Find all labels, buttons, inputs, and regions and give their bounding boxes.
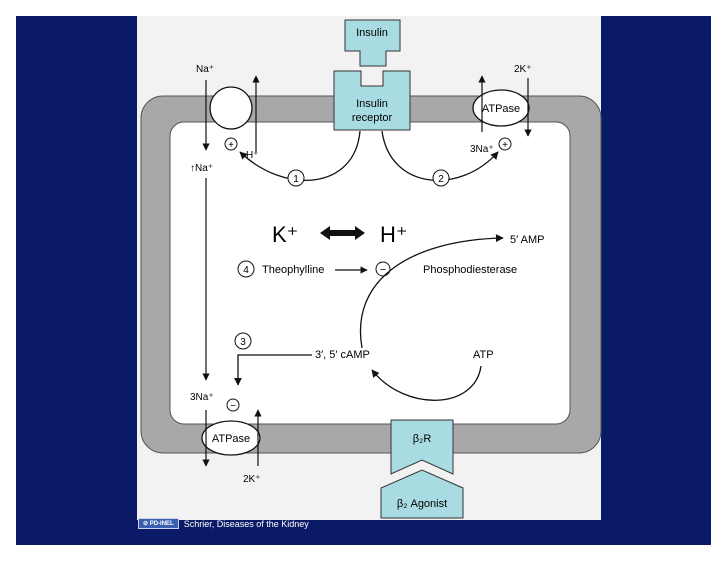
- three-na-top-label: 3Na⁺: [470, 144, 494, 155]
- minus-sign-pde: −: [380, 264, 386, 276]
- minus-circle-atpase: [226, 398, 240, 412]
- step-3-circle: [234, 332, 252, 350]
- camp-label: 3′, 5′ cAMP: [315, 349, 370, 361]
- insulin-box: [344, 19, 401, 67]
- step-2-circle: [432, 169, 450, 187]
- amp-label: 5′ AMP: [510, 234, 544, 246]
- phosphodiesterase-label: Phosphodiesterase: [423, 264, 517, 276]
- na-outside-label: Na⁺: [196, 64, 214, 75]
- atpase-bottom: [201, 420, 261, 456]
- na-h-exchanger: [209, 86, 253, 130]
- two-k-bottom-label: 2K⁺: [243, 474, 261, 485]
- beta2-agonist-box: [380, 469, 464, 519]
- beta2-receptor-box: [390, 419, 454, 475]
- credit-text: Schrier, Diseases of the Kidney: [183, 518, 309, 529]
- insulin-receptor-box: [333, 70, 411, 131]
- atpase-top: [472, 89, 530, 127]
- step-4-circle: [237, 260, 255, 278]
- insulin-receptor-label-line1: Insulin: [356, 98, 388, 110]
- beta2-receptor-label: β₂R: [413, 433, 432, 445]
- k-plus-large: K⁺: [272, 222, 298, 247]
- step-4-label: 4: [243, 265, 249, 276]
- insulin-receptor-label-line2: receptor: [352, 112, 393, 124]
- license-badge: ⊘ PD-INEL: [138, 518, 179, 529]
- atp-to-camp-arc: [371, 365, 482, 401]
- theophylline-label: Theophylline: [262, 264, 324, 276]
- double-arrow: [320, 226, 365, 240]
- camp-to-atpase-arrow: [234, 354, 312, 386]
- caption-bar: [137, 520, 601, 528]
- step-1-label: 1: [293, 174, 299, 185]
- atpase-bottom-label: ATPase: [212, 433, 250, 445]
- na-inside-label: ↑Na⁺: [190, 163, 213, 174]
- camp-to-amp-arc: [359, 234, 504, 349]
- insulin-label: Insulin: [356, 27, 388, 39]
- three-na-bottom-label: 3Na⁺: [190, 392, 214, 403]
- h-plus-large: H⁺: [380, 222, 408, 247]
- two-k-top-label: 2K⁺: [514, 64, 532, 75]
- plus-circle-right: [498, 137, 512, 151]
- h-plus-label: H⁺: [246, 150, 259, 161]
- step-3-label: 3: [240, 337, 246, 348]
- atpase-top-label: ATPase: [482, 103, 520, 115]
- pathway-1-arc: [239, 130, 361, 182]
- pathway-2-arc: [381, 130, 499, 182]
- atp-label: ATP: [473, 349, 494, 361]
- beta2-agonist-label: β₂ Agonist: [397, 498, 447, 510]
- plus-sign-left: +: [228, 140, 234, 151]
- plus-circle-left: [224, 137, 238, 151]
- plus-sign-right: +: [502, 140, 508, 151]
- step-2-label: 2: [438, 174, 444, 185]
- minus-sign-atpase: −: [230, 401, 236, 412]
- figure-credit: ⊘ PD-INEL Schrier, Diseases of the Kidne…: [138, 517, 309, 530]
- step-1-circle: [287, 169, 305, 187]
